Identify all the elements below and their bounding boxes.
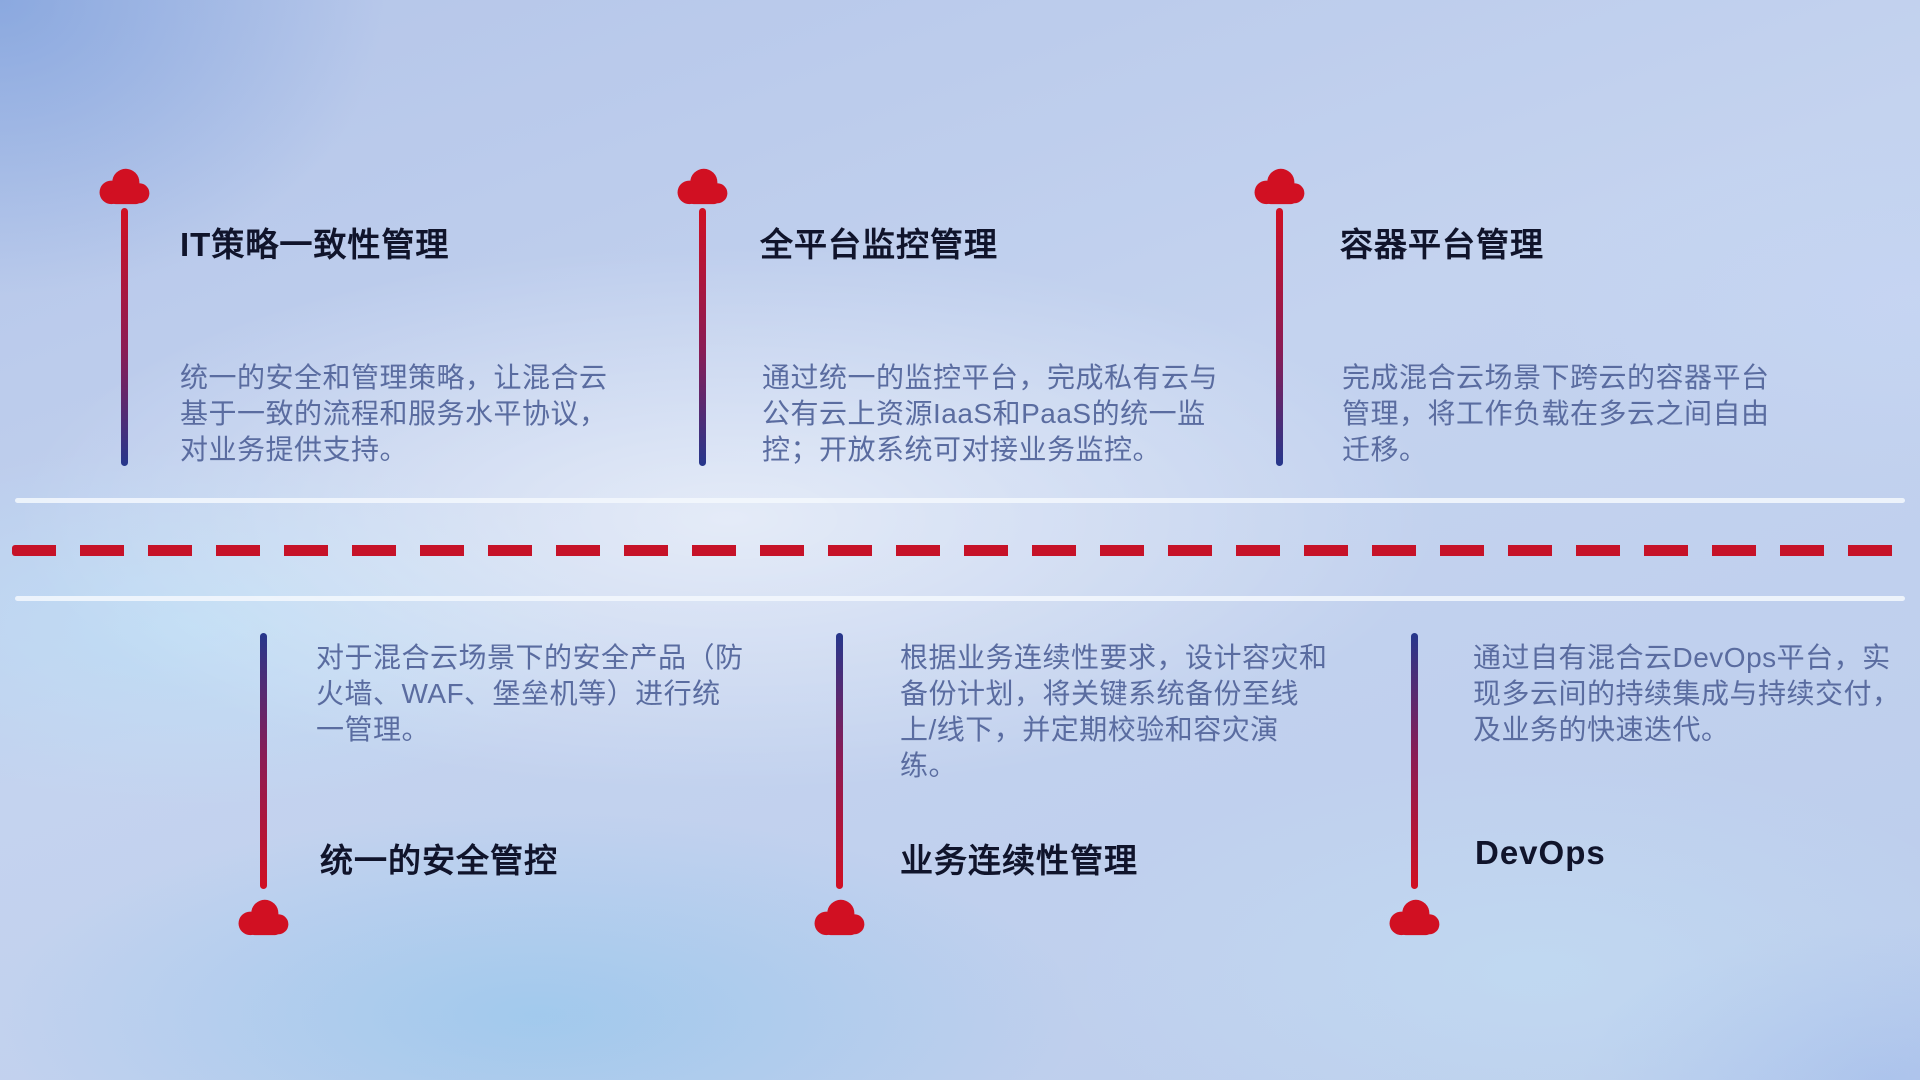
cloud-icon xyxy=(95,166,153,206)
cloud-icon xyxy=(673,166,731,206)
cloud-icon xyxy=(1385,897,1443,937)
timeline-connector xyxy=(1276,208,1283,466)
divider-solid-line-bottom xyxy=(15,596,1905,601)
timeline-connector xyxy=(1411,633,1418,889)
feature-title: 业务连续性管理 xyxy=(900,842,1138,879)
timeline-connector xyxy=(699,208,706,466)
feature-title: 容器平台管理 xyxy=(1340,226,1544,263)
timeline-connector xyxy=(836,633,843,889)
feature-title: 全平台监控管理 xyxy=(760,226,998,263)
divider-solid-line-top xyxy=(15,498,1905,503)
feature-title: IT策略一致性管理 xyxy=(180,226,450,263)
timeline-connector xyxy=(260,633,267,889)
feature-description: 完成混合云场景下跨云的容器平台管理，将工作负载在多云之间自由迁移。 xyxy=(1342,362,1770,465)
cloud-icon xyxy=(234,897,292,937)
feature-description: 对于混合云场景下的安全产品（防火墙、WAF、堡垒机等）进行统一管理。 xyxy=(316,642,744,745)
cloud-icon xyxy=(1250,166,1308,206)
cloud-icon xyxy=(810,897,868,937)
feature-description: 通过统一的监控平台，完成私有云与公有云上资源IaaS和PaaS的统一监控；开放系… xyxy=(762,362,1219,465)
feature-title: DevOps xyxy=(1475,834,1606,871)
timeline-connector xyxy=(121,208,128,466)
feature-description: 根据业务连续性要求，设计容灾和备份计划，将关键系统备份至线上/线下，并定期校验和… xyxy=(900,642,1328,781)
feature-description: 通过自有混合云DevOps平台，实现多云间的持续集成与持续交付，及业务的快速迭代… xyxy=(1473,642,1901,745)
feature-title: 统一的安全管控 xyxy=(320,842,558,879)
feature-description: 统一的安全和管理策略，让混合云基于一致的流程和服务水平协议，对业务提供支持。 xyxy=(180,362,608,465)
divider-dashed-line xyxy=(12,545,1908,556)
